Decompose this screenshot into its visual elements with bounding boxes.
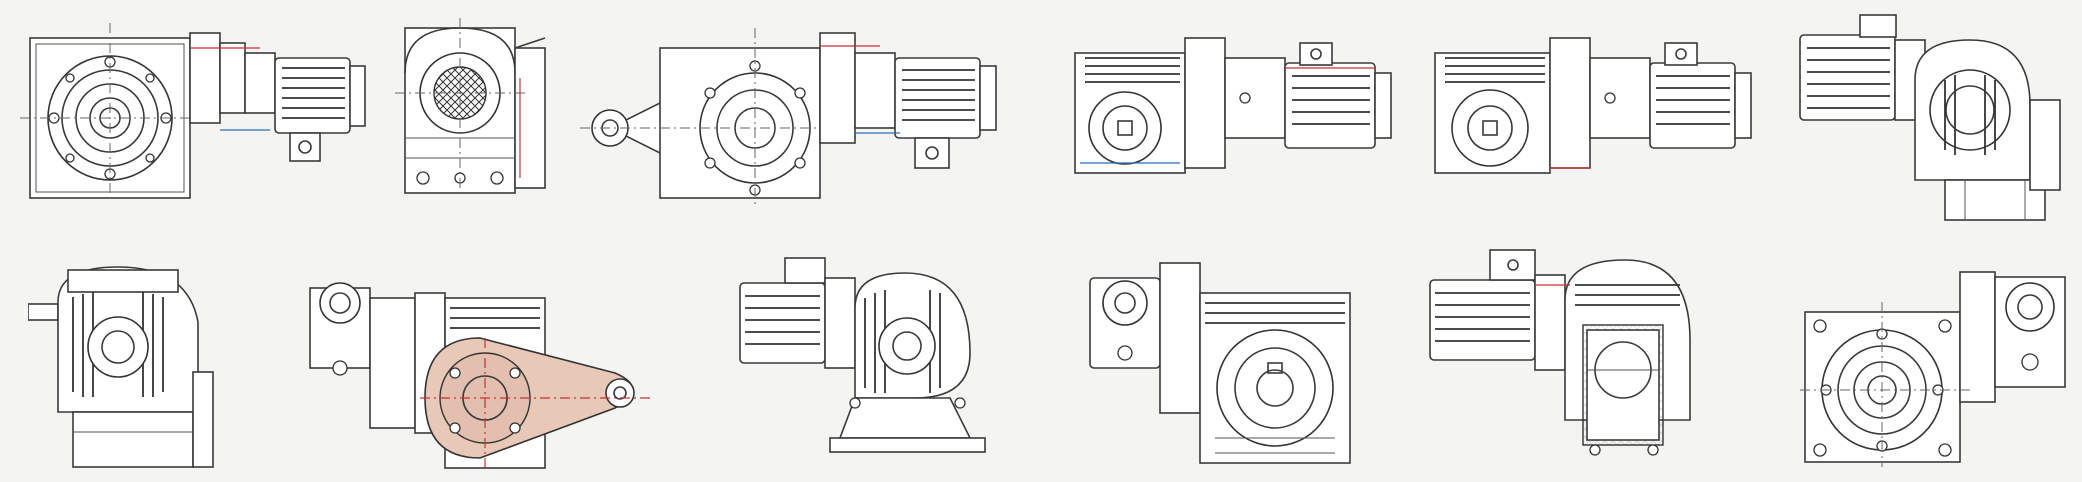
gearbox-keyway-front-motor-top <box>1089 262 1351 464</box>
gearbox-torque-arm-motor-right <box>580 28 997 208</box>
gearbox-flanged-front-motor-top <box>1800 271 2066 467</box>
gearbox-front-flange-motor-right <box>20 23 366 203</box>
gearbox-ribbed-shaft-left <box>28 266 214 468</box>
gearbox-highlighted-torque-arm <box>309 282 650 469</box>
gearbox-motor-left-top <box>1799 14 2061 221</box>
gearbox-ribbed-motor-right-a <box>1074 37 1392 174</box>
gearbox-side-hatched-shaft <box>395 18 546 198</box>
gearbox-ribbed-motor-right-b <box>1434 37 1752 174</box>
gearbox-foot-mounted-motor-left <box>739 257 986 453</box>
gearbox-motor-left-square-housing <box>1429 249 1691 456</box>
